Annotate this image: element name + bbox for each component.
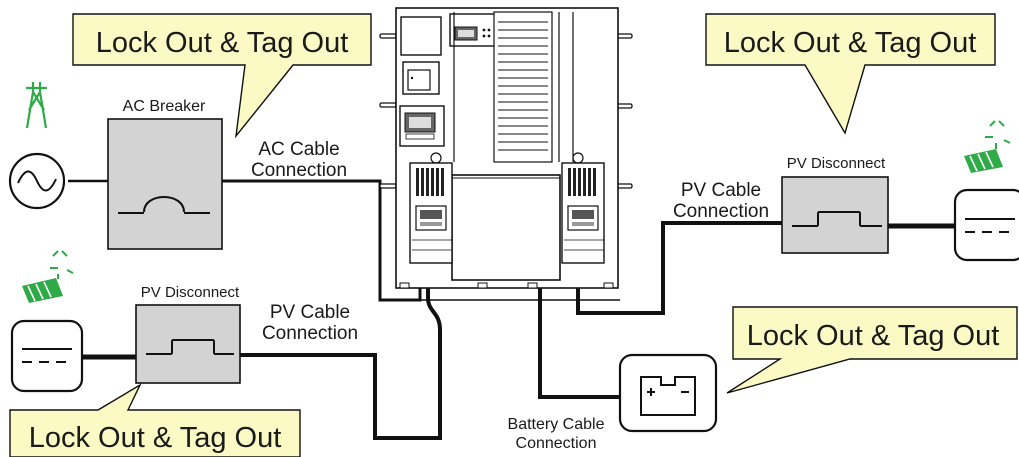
callout-mid-right-text: Lock Out & Tag Out: [747, 320, 1000, 352]
power-system-panel: [379, 7, 633, 289]
ac-breaker: [107, 118, 223, 250]
pv-cable-right-label-line2: Connection: [673, 201, 769, 222]
callout-bottom-left-text: Lock Out & Tag Out: [29, 422, 282, 454]
ac-cable: [222, 179, 422, 302]
breaker-switch-icon: [118, 196, 210, 214]
pv-cable-left-label-line2: Connection: [262, 323, 358, 344]
pv-cable-right-label-line1: PV Cable: [681, 180, 761, 201]
ac-cable-label-line1: AC Cable: [258, 139, 339, 160]
callout-top-right: Lock Out & Tag Out: [705, 13, 996, 135]
pv-cable-left-label-line1: PV Cable: [270, 302, 350, 323]
pv-disconnect-right-label: PV Disconnect: [787, 155, 886, 172]
solar-panel-left-icon: [22, 250, 74, 303]
battery-icon: [618, 353, 718, 433]
ac-source-icon: [8, 152, 66, 210]
pv-disconnect-left: [135, 304, 241, 384]
system-meter-icon: [449, 13, 497, 47]
ac-cable-label-line2: Connection: [251, 160, 347, 181]
battery-cable: [538, 280, 620, 399]
callout-top-left: Lock Out & Tag Out: [72, 13, 372, 139]
cables: [68, 179, 955, 440]
callout-top-right-text: Lock Out & Tag Out: [724, 27, 977, 59]
charge-controller-right-icon: [561, 152, 605, 264]
solar-panel-right-icon: [964, 120, 1011, 173]
pv-array-right-icon: [953, 188, 1019, 262]
pv-array-left-icon: [10, 319, 84, 393]
callout-bottom-left: Lock Out & Tag Out: [9, 383, 301, 457]
disconnect-switch-icon: [146, 339, 234, 355]
disconnect-switch-icon: [792, 211, 882, 227]
callout-top-left-text: Lock Out & Tag Out: [96, 27, 349, 59]
ac-breaker-label: AC Breaker: [123, 98, 206, 115]
pv-disconnect-right: [781, 176, 889, 254]
inverter-icon: [453, 11, 574, 163]
battery-cable-label-line2: Connection: [516, 435, 597, 452]
callout-mid-right: Lock Out & Tag Out: [726, 306, 1018, 394]
utility-tower-icon: [25, 82, 48, 129]
battery-cable-label-line1: Battery Cable: [508, 416, 605, 433]
pv-disconnect-left-label: PV Disconnect: [141, 284, 240, 301]
charge-controller-left-icon: [409, 152, 453, 264]
pv-cable-right: [576, 221, 782, 315]
system-monitor-icon: [399, 105, 445, 147]
